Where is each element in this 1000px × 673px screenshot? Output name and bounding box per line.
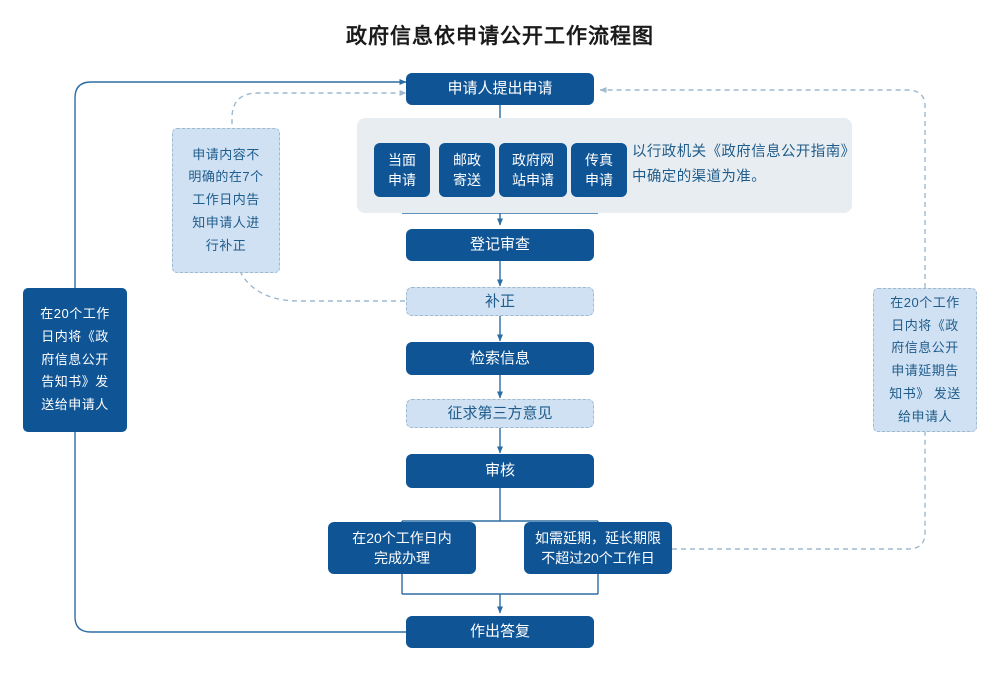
node-step-third-party-opinion[interactable]: 征求第三方意见 — [406, 399, 594, 428]
node-channel-website[interactable]: 政府网 站申请 — [499, 143, 567, 197]
node-branch-complete-within-20-days-label: 在20个工作日内 完成办理 — [352, 529, 452, 566]
node-channel-fax[interactable]: 传真 申请 — [571, 143, 627, 197]
node-start[interactable]: 申请人提出申请 — [406, 73, 594, 105]
node-channel-postal[interactable]: 邮政 寄送 — [439, 143, 495, 197]
node-step-third-party-opinion-label: 征求第三方意见 — [447, 404, 553, 422]
node-branch-extension-label: 如需延期，延长期限 不超过20个工作日 — [535, 529, 661, 566]
note-extension-notice-delivery[interactable]: 在20个工作 日内将《政 府信息公开 申请延期告 知书》 发送 给申请人 — [873, 288, 977, 432]
node-channel-postal-label: 邮政 寄送 — [453, 151, 481, 188]
note-extension-notice-delivery-label: 在20个工作 日内将《政 府信息公开 申请延期告 知书》 发送 给申请人 — [889, 294, 961, 424]
node-channel-in-person-label: 当面 申请 — [388, 151, 416, 188]
note-correction-requirement-label: 申请内容不 明确的在7个 工作日内告 知申请人进 行补正 — [188, 146, 264, 253]
node-step-correction[interactable]: 补正 — [406, 287, 594, 316]
note-disclosure-notice-delivery[interactable]: 在20个工作 日内将《政 府信息公开 告知书》发 送给申请人 — [23, 288, 127, 432]
node-end-reply-label: 作出答复 — [469, 623, 530, 641]
node-branch-extension[interactable]: 如需延期，延长期限 不超过20个工作日 — [524, 522, 672, 574]
page-title: 政府信息依申请公开工作流程图 — [346, 25, 654, 48]
node-step-retrieve-information-label: 检索信息 — [469, 349, 530, 367]
node-step-registration-review[interactable]: 登记审查 — [406, 229, 594, 261]
node-start-label: 申请人提出申请 — [447, 80, 553, 98]
node-channel-in-person[interactable]: 当面 申请 — [374, 143, 430, 197]
node-channel-website-label: 政府网 站申请 — [512, 151, 554, 188]
node-end-reply[interactable]: 作出答复 — [406, 616, 594, 648]
node-branch-complete-within-20-days[interactable]: 在20个工作日内 完成办理 — [328, 522, 476, 574]
node-step-registration-review-label: 登记审查 — [469, 236, 530, 254]
note-correction-requirement[interactable]: 申请内容不 明确的在7个 工作日内告 知申请人进 行补正 — [172, 128, 280, 273]
note-disclosure-notice-delivery-label: 在20个工作 日内将《政 府信息公开 告知书》发 送给申请人 — [40, 306, 110, 413]
node-step-correction-label: 补正 — [484, 292, 515, 310]
node-channel-fax-label: 传真 申请 — [585, 151, 613, 188]
node-step-examination-label: 审核 — [484, 462, 515, 480]
node-step-examination[interactable]: 审核 — [406, 454, 594, 488]
channel-note: 以行政机关《政府信息公开指南》 中确定的渠道为准。 — [632, 144, 856, 185]
node-step-retrieve-information[interactable]: 检索信息 — [406, 342, 594, 375]
